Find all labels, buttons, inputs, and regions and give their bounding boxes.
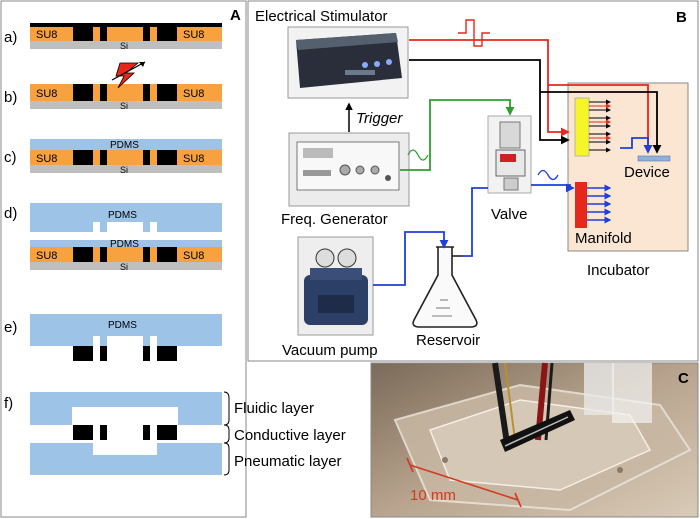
blue-pneumatic-line	[373, 137, 653, 286]
step-f-stack	[30, 391, 230, 476]
freq-generator-label: Freq. Generator	[281, 211, 388, 228]
svg-text:Si: Si	[120, 41, 128, 51]
svg-text:Si: Si	[120, 101, 128, 111]
black-signal-wire	[409, 59, 662, 154]
svg-text:Si: Si	[120, 165, 128, 175]
svg-text:PDMS: PDMS	[108, 320, 137, 331]
manifold-red	[575, 182, 587, 228]
step-c-stack: PDMS SU8 SU8 Si	[30, 139, 222, 175]
step-a-label: a)	[4, 29, 17, 46]
panel-c-label: C	[678, 370, 689, 387]
pneumatic-layer-label: Pneumatic layer	[234, 453, 342, 470]
step-d-label: d)	[4, 205, 17, 222]
conductive-layer-label: Conductive layer	[234, 427, 346, 444]
laser-bolt-icon	[111, 61, 146, 89]
vacuum-pump-image	[297, 236, 374, 336]
panel-c: C 10 mm	[370, 362, 699, 518]
svg-text:Si: Si	[120, 262, 128, 272]
step-b-stack: SU8 SU8 Si	[30, 61, 222, 111]
device-photo	[393, 362, 692, 512]
device-block	[637, 155, 671, 162]
scale-bar-label: 10 mm	[410, 487, 456, 504]
step-c-label: c)	[4, 149, 17, 166]
incubator-label: Incubator	[587, 262, 650, 279]
panel-b-label: B	[676, 9, 687, 26]
fluidic-layer-label: Fluidic layer	[234, 400, 314, 417]
step-d-stack: PDMS PDMS SU8 SU8 Si	[30, 203, 222, 272]
panel-a-label: A	[230, 7, 241, 24]
freq-generator-image	[288, 132, 410, 207]
reservoir-flask-icon	[412, 246, 478, 328]
svg-text:SU8: SU8	[36, 29, 57, 41]
step-a-stack: SU8 SU8 Si	[30, 23, 222, 51]
svg-text:SU8: SU8	[36, 250, 57, 262]
svg-text:SU8: SU8	[36, 153, 57, 165]
step-f-label: f)	[4, 395, 13, 412]
valve-image	[487, 115, 532, 194]
yellow-manifold-arrows	[589, 99, 611, 153]
svg-text:SU8: SU8	[183, 29, 204, 41]
step-e-stack: PDMS	[30, 314, 222, 361]
svg-text:PDMS: PDMS	[110, 140, 139, 151]
reservoir-label: Reservoir	[416, 332, 480, 349]
manifold-label: Manifold	[575, 230, 632, 247]
stimulator-label: Electrical Stimulator	[255, 8, 388, 25]
valve-label: Valve	[491, 206, 527, 223]
svg-text:SU8: SU8	[183, 88, 204, 100]
svg-text:SU8: SU8	[183, 153, 204, 165]
svg-text:PDMS: PDMS	[108, 210, 137, 221]
trigger-label: Trigger	[356, 110, 403, 127]
panel-b: B Electrical Stimulator Trigger	[247, 0, 699, 362]
red-manifold-arrows	[587, 184, 612, 224]
manifold-yellow	[574, 97, 590, 157]
green-signal-wire	[400, 99, 515, 171]
panel-a: A a) SU8 SU8 Si b) SU8 SU8 Si	[0, 0, 346, 518]
stimulator-device-image	[287, 26, 409, 99]
svg-text:SU8: SU8	[183, 250, 204, 262]
svg-text:PDMS: PDMS	[110, 239, 139, 250]
step-e-label: e)	[4, 319, 17, 336]
device-label: Device	[624, 164, 670, 181]
vacuum-pump-label: Vacuum pump	[282, 342, 378, 359]
red-signal-wire	[409, 19, 653, 154]
svg-text:SU8: SU8	[36, 88, 57, 100]
step-b-label: b)	[4, 89, 17, 106]
scale-bar	[406, 457, 522, 508]
